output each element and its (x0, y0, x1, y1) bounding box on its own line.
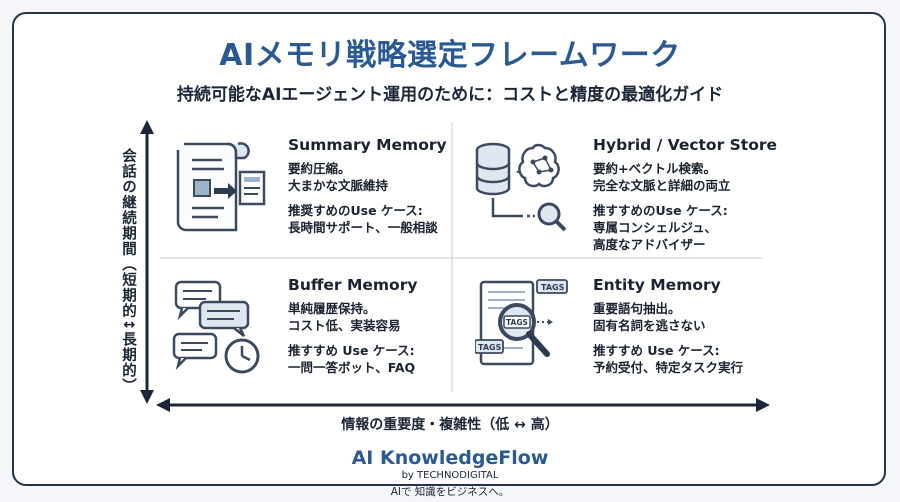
card-frame (12, 12, 886, 486)
quadrant-hybrid-vector-store: + Hybrid / Vector Store 要約+ベクトル検索。 完全な文脈… (475, 136, 805, 256)
quadrant-title: Summary Memory (288, 136, 447, 154)
quadrant-usecase-line: 推すすめのUse ケース: (593, 203, 728, 218)
brand-name: AI KnowledgeFlow (351, 447, 549, 469)
quadrant-desc-line: 完全な文脈と詳細の両立 (593, 178, 731, 193)
quadrant-desc-line: 固有名詞を逃さない (593, 318, 706, 333)
quadrant-entity-memory: TAGS TAGS TAGS Entity Memory 重要語句抽出。 固有名… (474, 276, 805, 396)
tag-label: TAGS (541, 283, 565, 292)
quadrant-summary-text: Summary Memory 要約圧縮。 大まかな文脈維持 推奨すめのUse ケ… (288, 136, 498, 236)
database-brain-icon: + (475, 136, 575, 246)
y-axis-arrow-bottom (140, 390, 154, 404)
quadrant-desc-line: 要約圧縮。 (288, 161, 351, 176)
quadrant-usecase-line: 一問一答ボット、FAQ (288, 360, 416, 375)
quadrant-buffer-memory: Buffer Memory 単純履歴保持。 コスト低、実装容易 推すすめ Use… (170, 276, 500, 396)
quadrant-usecase-line: 推奨すめのUse ケース: (288, 203, 423, 218)
y-axis-arrow-top (140, 120, 154, 134)
brand-tagline: AIで 知識をビジネスへ。 (390, 486, 510, 498)
quadrant-usecase-line: 専属コンシェルジュ、 (593, 220, 717, 235)
tags-magnifier-icon: TAGS TAGS TAGS (474, 276, 575, 386)
x-axis-arrow-left (156, 398, 170, 412)
page-subtitle: 持続可能なAIエージェント運用のために：コストと精度の最適化ガイド (176, 85, 724, 105)
chat-clock-icon (170, 276, 270, 386)
quadrant-desc-line: 要約+ベクトル検索。 (593, 161, 716, 176)
quadrant-usecase-line: 予約受付、特定タスク実行 (593, 360, 744, 375)
quadrant-title: Hybrid / Vector Store (593, 136, 778, 154)
quadrant-desc-line: 単純履歴保持。 (288, 301, 376, 316)
quadrant-title: Entity Memory (593, 276, 721, 294)
quadrant-desc-line: コスト低、実装容易 (288, 318, 401, 333)
document-summary-icon (170, 136, 270, 246)
quadrant-title: Buffer Memory (288, 276, 418, 294)
quadrant-hybrid-text: Hybrid / Vector Store 要約+ベクトル検索。 完全な文脈と詳… (593, 136, 803, 253)
x-axis-label: 情報の重要度・複雑性（低 ↔ 高） (341, 417, 559, 433)
quadrant-summary-memory: Summary Memory 要約圧縮。 大まかな文脈維持 推奨すめのUse ケ… (170, 136, 500, 256)
quadrant-desc-line: 重要語句抽出。 (593, 301, 681, 316)
quadrant-buffer-text: Buffer Memory 単純履歴保持。 コスト低、実装容易 推すすめ Use… (288, 276, 498, 376)
x-axis-arrow-right (756, 398, 770, 412)
quadrant-usecase-line: 推すすめ Use ケース: (593, 343, 720, 358)
brand-byline: by TECHNODIGITAL (401, 470, 499, 481)
y-axis-label: 会話の継続期間（短期的↕長期的） (120, 148, 136, 394)
quadrant-usecase-line: 高度なアドバイザー (593, 237, 706, 252)
quadrant-desc-line: 大まかな文脈維持 (288, 178, 389, 193)
quadrant-usecase-line: 推すすめ Use ケース: (288, 343, 415, 358)
quadrant-entity-text: Entity Memory 重要語句抽出。 固有名詞を逃さない 推すすめ Use… (593, 276, 803, 376)
quadrant-usecase-line: 長時間サポート、一般相談 (288, 220, 438, 235)
tag-label: TAGS (506, 318, 528, 327)
tag-label: TAGS (478, 343, 502, 352)
page-title: AIメモリ戦略選定フレームワーク (219, 38, 681, 73)
